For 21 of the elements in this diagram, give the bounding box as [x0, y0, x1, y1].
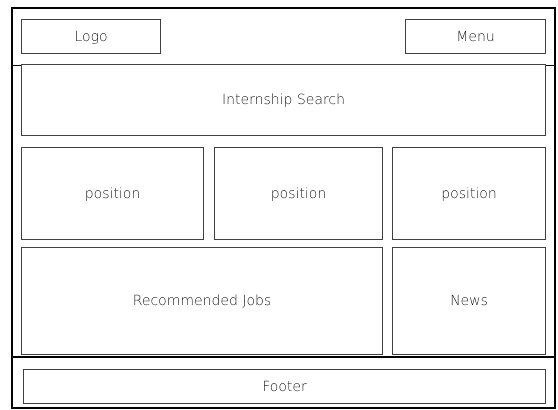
placeholder-box — [21, 147, 204, 240]
box-label: Footer — [262, 378, 307, 394]
box-label: Logo — [74, 28, 108, 44]
box-label: position — [270, 186, 326, 202]
placeholder-box — [214, 147, 383, 240]
box-label: Menu — [456, 28, 495, 44]
placeholder-box — [23, 369, 546, 404]
placeholder-box — [392, 247, 546, 355]
box-label: Recommended Jobs — [132, 293, 272, 309]
frame-band — [11, 7, 556, 67]
box-label: Internship Search — [222, 92, 345, 108]
placeholder-box — [21, 64, 546, 136]
box-label: News — [450, 293, 488, 309]
placeholder-box — [21, 247, 383, 355]
frame-band — [11, 66, 556, 357]
box-label: position — [441, 186, 497, 202]
placeholder-box — [392, 147, 546, 240]
placeholder-box — [405, 19, 546, 54]
frame-band — [11, 356, 556, 409]
placeholder-box — [21, 19, 161, 54]
box-label: position — [84, 186, 140, 202]
